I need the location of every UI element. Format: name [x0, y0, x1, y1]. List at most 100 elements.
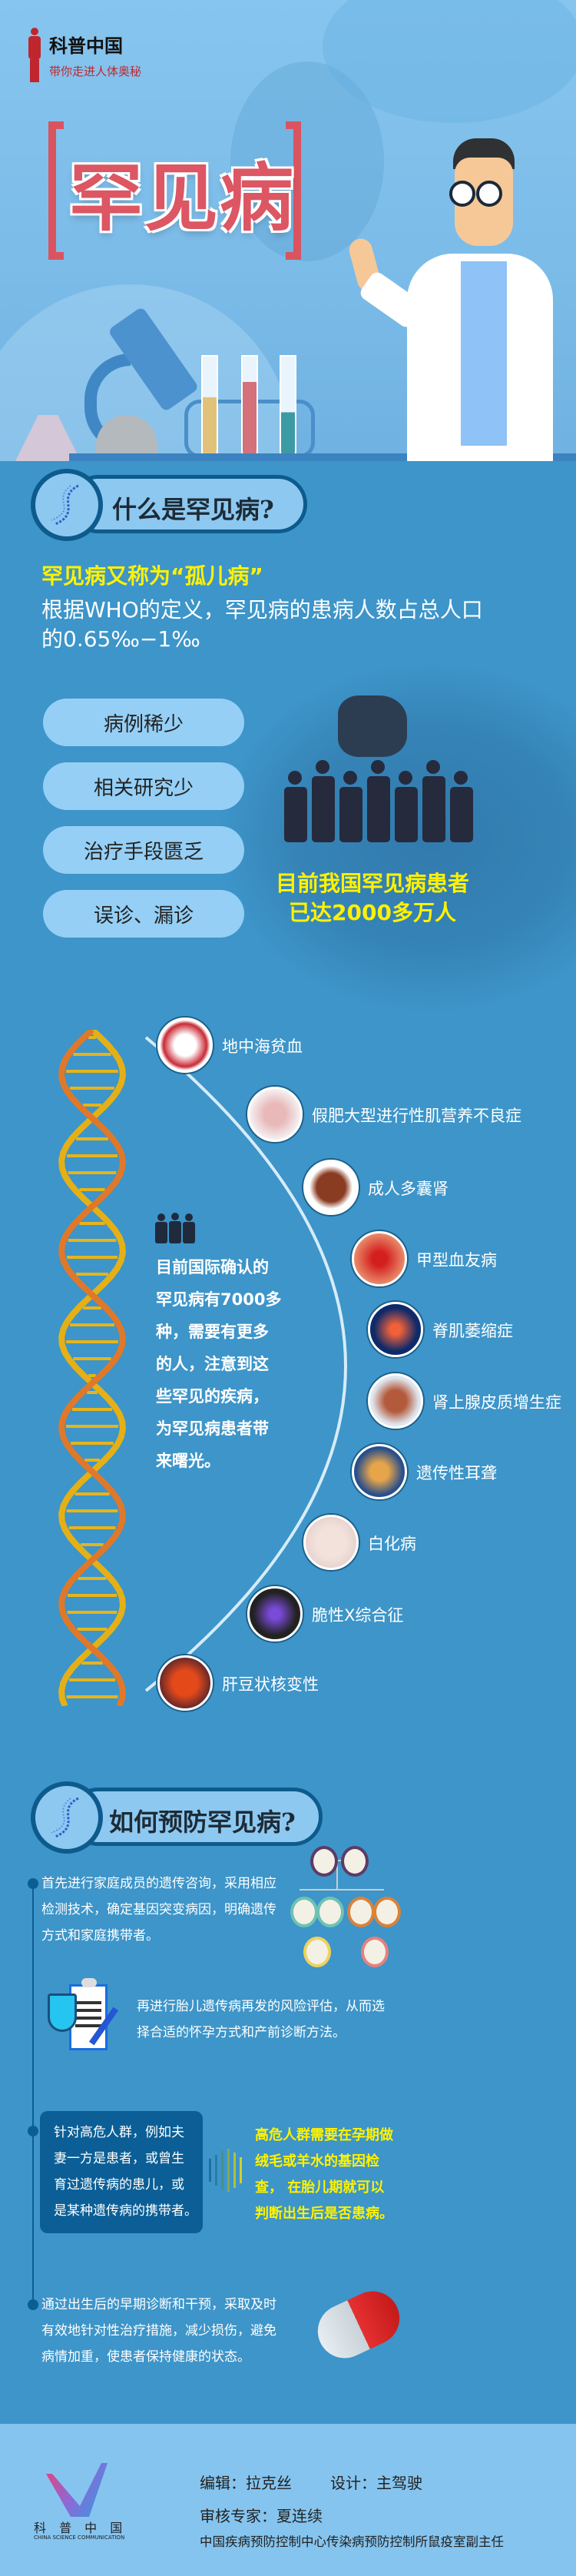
patient-count-line1: 目前我国罕见病患者 — [275, 871, 469, 896]
section-title: 如何预防罕见病? — [109, 1808, 296, 1837]
disease-image — [368, 1373, 423, 1429]
brand-tagline: 带你走进人体奥秘 — [49, 65, 142, 78]
dna-capsule-icon — [309, 2282, 409, 2367]
aunt-avatar — [373, 1897, 401, 1927]
disease-label: 肾上腺皮质增生症 — [432, 1393, 561, 1412]
test-tube-red — [241, 355, 258, 460]
disease-label: 遗传性耳聋 — [416, 1464, 497, 1482]
china-map — [338, 695, 407, 757]
text-line: 育过遗传病的患儿，或 — [54, 2177, 184, 2193]
brand-name: 科普中国 — [49, 35, 123, 57]
lab-bench — [69, 453, 576, 461]
father-avatar — [290, 1897, 318, 1927]
disease-label: 假肥大型进行性肌营养不良症 — [312, 1107, 521, 1125]
reviewer-credit: 审核专家：夏连续 — [200, 2507, 323, 2525]
editor-credit: 编辑：拉克丝 — [200, 2474, 292, 2492]
step-risk-assessment: 再进行胎儿遗传病再发的风险评估，从而选 择合适的怀孕方式和产前诊断方法。 — [137, 1993, 385, 2046]
text-line: 来曙光。 — [156, 1452, 220, 1470]
text-line: 罕见病有7000多 — [156, 1290, 282, 1309]
page-title: 罕见病 — [69, 155, 295, 241]
text-line: 有效地针对性治疗措施，减少损伤，避免 — [41, 2323, 276, 2339]
disease-label: 白化病 — [368, 1535, 416, 1553]
hero-banner: 科普中国 带你走进人体奥秘 罕见病 — [0, 0, 576, 461]
text-line: 是某种遗传病的携带者。 — [54, 2203, 197, 2219]
mother-avatar — [316, 1897, 344, 1927]
text-line: 首先进行家庭成员的遗传咨询，采用相应 — [41, 1876, 276, 1891]
text-line: 些罕见的疾病， — [156, 1387, 269, 1406]
prenatal-test-note: 高危人群需要在孕期做 绒毛或羊水的基因检 查， 在胎儿期就可以 判断出生后是否患… — [255, 2123, 393, 2227]
child-avatar — [361, 1937, 389, 1967]
feature-misdiagnosis: 误诊、漏诊 — [43, 890, 244, 938]
text-line: 妻一方是患者，或曾生 — [54, 2151, 184, 2166]
grandmother-avatar — [341, 1846, 369, 1877]
disease-image — [157, 1017, 213, 1073]
section-title: 什么是罕见病? — [112, 495, 274, 524]
step-early-diagnosis: 通过出生后的早期诊断和干预，采取及时 有效地针对性治疗措施，减少损伤，避免 病情… — [41, 2292, 276, 2370]
dna-icon — [31, 469, 103, 541]
disease-image — [352, 1444, 407, 1499]
disease-image — [303, 1515, 359, 1570]
child-avatar — [303, 1937, 331, 1967]
patient-count-line2: 已达2000多万人 — [289, 900, 456, 925]
dna-icon — [31, 1781, 103, 1854]
people-group-icon — [154, 1213, 197, 1243]
timeline-dot — [28, 2299, 38, 2310]
orphan-disease-note: 罕见病又称为“孤儿病” — [41, 563, 263, 589]
disease-image — [157, 1655, 213, 1711]
disease-image — [247, 1586, 303, 1642]
grandfather-avatar — [310, 1846, 338, 1877]
text-line: 检测技术，确定基因突变病因，明确遗传 — [41, 1902, 276, 1917]
disease-label: 肝豆状核变性 — [222, 1675, 319, 1694]
uncle-avatar — [347, 1897, 375, 1927]
text-line: 病情加重，使患者保持健康的状态。 — [41, 2349, 250, 2365]
disease-image — [368, 1302, 423, 1357]
text-line: 的人，注意到这 — [156, 1355, 269, 1373]
text-line: 目前国际确认的 — [156, 1258, 269, 1276]
section-heading-what — [69, 475, 307, 533]
right-bracket — [286, 121, 301, 260]
test-tube-yellow — [201, 355, 218, 460]
who-definition-line2: 的0.65‰−1‰ — [41, 626, 200, 652]
rare-disease-intro: 目前国际确认的罕见病有7000多种，需要有更多的人，注意到这些罕见的疾病，为罕见… — [156, 1251, 281, 1477]
feature-lack-treatment: 治疗手段匮乏 — [43, 826, 244, 874]
disease-label: 地中海贫血 — [222, 1037, 303, 1056]
timeline-dot — [28, 1878, 38, 1889]
disease-image — [352, 1231, 407, 1286]
feature-little-research: 相关研究少 — [43, 762, 244, 810]
disease-image — [303, 1160, 359, 1215]
left-bracket — [48, 121, 64, 260]
footer — [0, 2424, 576, 2576]
step-high-risk: 针对高危人群，例如夫 妻一方是患者，或曾生 育过遗传病的患儿，或 是某种遗传病的… — [54, 2120, 197, 2224]
text-line: 针对高危人群，例如夫 — [54, 2125, 184, 2140]
who-definition-line1: 根据WHO的定义，罕见病的患病人数占总人口 — [41, 597, 483, 622]
step-family-counseling: 首先进行家庭成员的遗传咨询，采用相应 检测技术，确定基因突变病因，明确遗传 方式… — [41, 1871, 276, 1949]
text-line: 判断出生后是否患病。 — [255, 2206, 393, 2222]
neuron-decoration — [323, 0, 576, 123]
timeline-line — [32, 1884, 34, 2305]
text-line: 通过出生后的早期诊断和干预，采取及时 — [41, 2297, 276, 2312]
designer-credit: 设计：主驾驶 — [330, 2474, 422, 2492]
human-body-icon — [26, 28, 43, 83]
disease-label: 脊肌萎缩症 — [432, 1322, 513, 1340]
text-line: 方式和家庭携带者。 — [41, 1928, 159, 1944]
logo-en-text: CHINA SCIENCE COMMUNICATION — [34, 2535, 125, 2541]
text-line: 择合适的怀孕方式和产前诊断方法。 — [137, 2025, 346, 2040]
sound-wave-icon — [209, 2149, 247, 2192]
text-line: 高危人群需要在孕期做 — [255, 2127, 393, 2143]
disease-label: 成人多囊肾 — [368, 1180, 449, 1198]
timeline-dot — [28, 2126, 38, 2136]
high-risk-box — [40, 2111, 203, 2233]
disease-label: 脆性X综合征 — [312, 1606, 404, 1625]
text-line: 再进行胎儿遗传病再发的风险评估，从而选 — [137, 1999, 385, 2014]
feature-rare-cases: 病例稀少 — [43, 699, 244, 746]
text-line: 为罕见病患者带 — [156, 1419, 269, 1438]
family-tree-icon — [290, 1844, 401, 1971]
clipboard-shield-icon — [43, 1978, 124, 2053]
text-line: 查， 在胎儿期就可以 — [255, 2179, 385, 2196]
text-line: 绒毛或羊水的基因检 — [255, 2153, 379, 2169]
reviewer-organization: 中国疾病预防控制中心传染病预防控制所鼠疫室副主任 — [200, 2535, 504, 2549]
dna-helix — [58, 1030, 126, 1706]
logo-cn-text: 科 普 中 国 — [34, 2521, 127, 2535]
background-figure — [230, 61, 384, 261]
test-tube-teal — [280, 355, 296, 460]
